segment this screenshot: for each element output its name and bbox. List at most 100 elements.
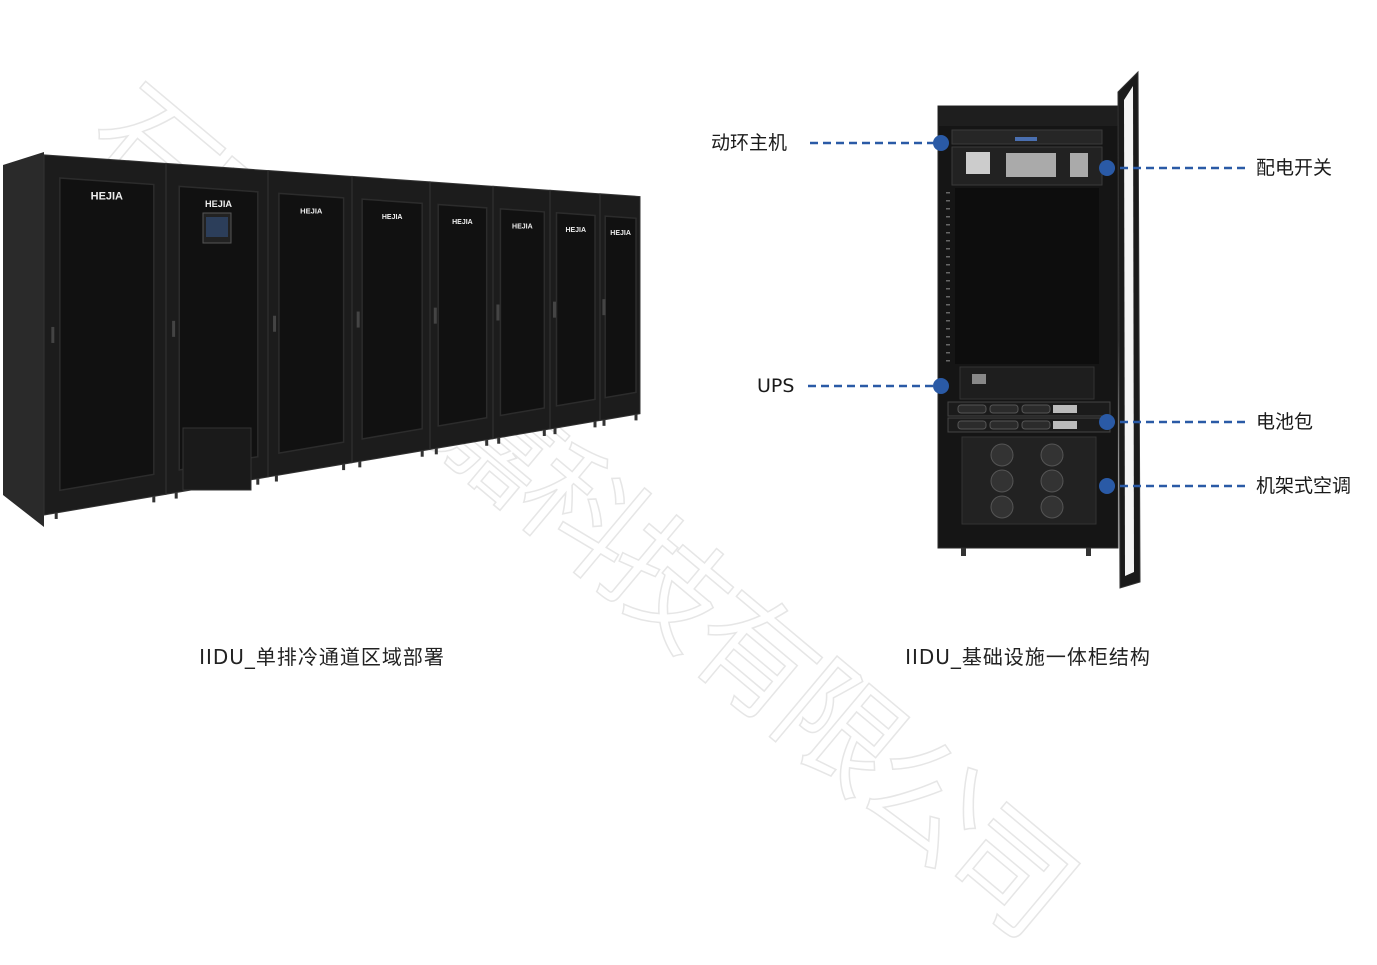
rack-unit-mark <box>946 232 950 234</box>
rack-unit-mark <box>946 224 950 226</box>
battery-module <box>989 420 1019 430</box>
cabinet <box>492 185 551 444</box>
callout-label-rack-ac: 机架式空调 <box>1256 475 1352 497</box>
hejia-logo: HEJIA <box>205 199 232 209</box>
hejia-logo: HEJIA <box>610 230 631 237</box>
touch-screen-display <box>206 217 228 237</box>
door-handle <box>356 311 360 328</box>
door-handle <box>51 326 55 343</box>
rack-unit-mark <box>946 304 950 306</box>
rack-unit-mark <box>946 352 950 354</box>
callout-dot <box>1099 414 1115 430</box>
cabinet-foot <box>634 414 638 421</box>
door-handle <box>553 301 556 318</box>
hejia-logo: HEJIA <box>382 214 403 221</box>
rack-unit-mark <box>946 288 950 290</box>
cabinet-door <box>555 211 596 407</box>
cabinet-foot <box>542 429 546 436</box>
cabinet <box>267 170 353 482</box>
hejia-logo: HEJIA <box>300 207 323 216</box>
door-handle <box>172 320 176 337</box>
cabinet-foot <box>54 512 58 519</box>
cabinet-door <box>59 177 155 492</box>
battery-terminal <box>1053 405 1077 413</box>
battery-terminal <box>1053 421 1077 429</box>
cabinet-top <box>938 106 1118 126</box>
callout-label-battery-pack: 电池包 <box>1256 411 1314 433</box>
cabinet <box>43 154 167 519</box>
rack-unit-mark <box>946 208 950 210</box>
battery-module <box>1021 404 1051 414</box>
callout-power-switch <box>1099 160 1245 176</box>
battery-module <box>1021 420 1051 430</box>
cabinet-caster <box>961 548 966 556</box>
hejia-logo: HEJIA <box>452 219 473 226</box>
breaker-panel-b <box>1070 153 1088 177</box>
cabinet-door <box>499 208 546 417</box>
door-handle <box>496 304 500 321</box>
cabinet-side-panel <box>3 152 44 527</box>
cabinet <box>351 175 431 468</box>
ups-display <box>972 374 986 384</box>
cabinet-foot <box>602 419 606 426</box>
rack-unit-mark <box>946 192 950 194</box>
rack-unit-mark <box>946 216 950 218</box>
rack-unit-mark <box>946 336 950 338</box>
cabinet-foot <box>497 437 501 444</box>
cabinet-foot <box>434 448 438 455</box>
cabinet <box>599 193 641 426</box>
rack-unit-mark <box>946 200 950 202</box>
caption-right: IIDU_基础设施一体柜结构 <box>905 645 1151 669</box>
cabinet <box>549 189 601 435</box>
cabinet-foot <box>420 450 424 457</box>
cabinet-foot <box>342 464 346 471</box>
rack-unit-mark <box>946 320 950 322</box>
integrated-cabinet-illustration <box>937 70 1141 589</box>
cabinet-caster <box>1086 548 1091 556</box>
callout-label-env-host: 动环主机 <box>711 132 788 154</box>
ac-fan <box>1040 495 1064 519</box>
rack-unit-mark <box>946 248 950 250</box>
rack-unit-mark <box>946 344 950 346</box>
door-handle <box>602 299 606 316</box>
ac-fan <box>990 495 1014 519</box>
cabinet-foot <box>152 496 156 503</box>
empty-rack-space <box>955 188 1099 364</box>
cabinet-door <box>178 185 259 471</box>
rack-unit-mark <box>946 240 950 242</box>
cabinet-foot <box>593 421 597 428</box>
battery-module <box>957 420 987 430</box>
door-glass <box>1124 86 1134 576</box>
rack-unit-mark <box>946 264 950 266</box>
callout-label-power-switch: 配电开关 <box>1256 157 1333 179</box>
rack-unit-mark <box>946 272 950 274</box>
door-handle <box>433 307 437 324</box>
cabinet-foot <box>174 492 178 499</box>
cabinet-foot <box>553 428 557 435</box>
door-handle <box>273 315 277 332</box>
ac-fan <box>1040 469 1064 493</box>
rack-unit-mark <box>946 328 950 330</box>
rack-unit-mark <box>946 280 950 282</box>
callout-dot <box>1099 478 1115 494</box>
cabinet-foot <box>274 475 278 482</box>
rack-ac-unit <box>961 436 1097 525</box>
cabinet-door <box>604 215 637 399</box>
caption-left: IIDU_单排冷通道区域部署 <box>199 645 445 669</box>
rack-unit-mark <box>946 296 950 298</box>
ac-fan <box>990 469 1014 493</box>
rack-unit-mark <box>946 312 950 314</box>
battery-module <box>957 404 987 414</box>
ac-fan <box>1040 443 1064 467</box>
callout-lines <box>808 135 1245 494</box>
ac-fan <box>990 443 1014 467</box>
cabinet-door <box>278 192 345 454</box>
env-host-display <box>1015 137 1037 141</box>
cabinet-foot <box>358 461 362 468</box>
hejia-logo: HEJIA <box>91 190 123 202</box>
pdu-screen <box>966 152 990 174</box>
cabinet <box>429 181 494 455</box>
callout-rack-ac <box>1099 478 1245 494</box>
